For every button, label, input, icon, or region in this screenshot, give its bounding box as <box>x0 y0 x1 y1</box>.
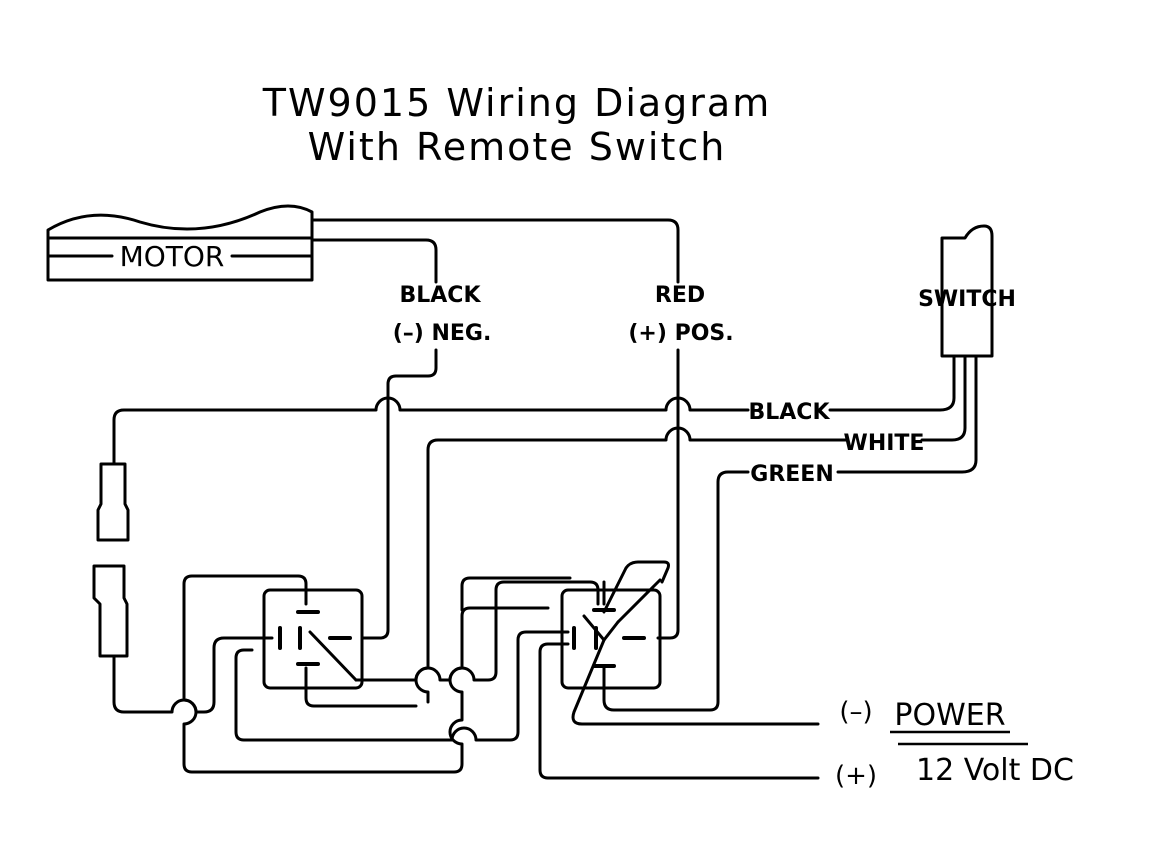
title-line-1: TW9015 Wiring Diagram <box>262 81 771 125</box>
white-wire-run <box>414 426 848 704</box>
remote-switch: SWITCH <box>918 224 1016 358</box>
relay-2-contact-b <box>602 620 620 642</box>
connector-male <box>92 564 129 658</box>
motor-label: MOTOR <box>120 240 225 273</box>
relay1-87a-to-relay2 <box>304 666 418 708</box>
relay1-left-to-bottom <box>234 630 570 742</box>
relay-1 <box>262 588 364 690</box>
neg-lead-to-relay1 <box>360 348 438 640</box>
motor-black-lead <box>310 238 438 284</box>
voltage-label: 12 Volt DC <box>916 753 1074 788</box>
black-wire-run <box>112 396 750 466</box>
pos-lead-to-relay2 <box>656 348 680 640</box>
switch-black-label: BLACK <box>748 400 830 425</box>
relay2-diagonal-neg <box>571 578 820 726</box>
power-label: POWER <box>894 698 1005 733</box>
relay-2 <box>560 588 662 690</box>
switch-white-label: WHITE <box>844 431 925 456</box>
relay2-diagonal-top <box>602 560 670 614</box>
relay1-top-loop <box>182 574 550 774</box>
power-pos-label: (+) <box>835 761 877 791</box>
switch-green-label: GREEN <box>750 462 833 487</box>
motor: MOTOR <box>46 204 314 282</box>
title-line-2: With Remote Switch <box>308 125 727 169</box>
switch-black-wire <box>828 354 956 412</box>
relay-2-contact <box>582 614 606 642</box>
switch-green-wire <box>836 354 978 474</box>
bullet-connector <box>92 462 130 658</box>
red-lead-label: RED <box>655 283 705 308</box>
black-lead-polarity: (–) NEG. <box>393 321 492 346</box>
relay2-pos-feed <box>538 642 820 780</box>
relay-1-body <box>262 588 364 690</box>
red-lead-polarity: (+) POS. <box>628 321 733 346</box>
relay-1-contact <box>308 630 358 682</box>
switch-label: SWITCH <box>918 287 1016 312</box>
power-neg-label: (–) <box>839 697 872 727</box>
black-lead-label: BLACK <box>399 283 481 308</box>
motor-red-lead <box>310 218 680 284</box>
connector-female <box>96 462 130 542</box>
switch-body <box>940 224 994 358</box>
motor-outline <box>46 204 314 282</box>
switch-white-wire <box>920 354 967 442</box>
relay1-contact-to-relay2 <box>354 580 600 682</box>
relay-2-body <box>560 588 662 690</box>
green-wire-run <box>602 470 750 712</box>
relay2-top-loop <box>460 576 606 612</box>
